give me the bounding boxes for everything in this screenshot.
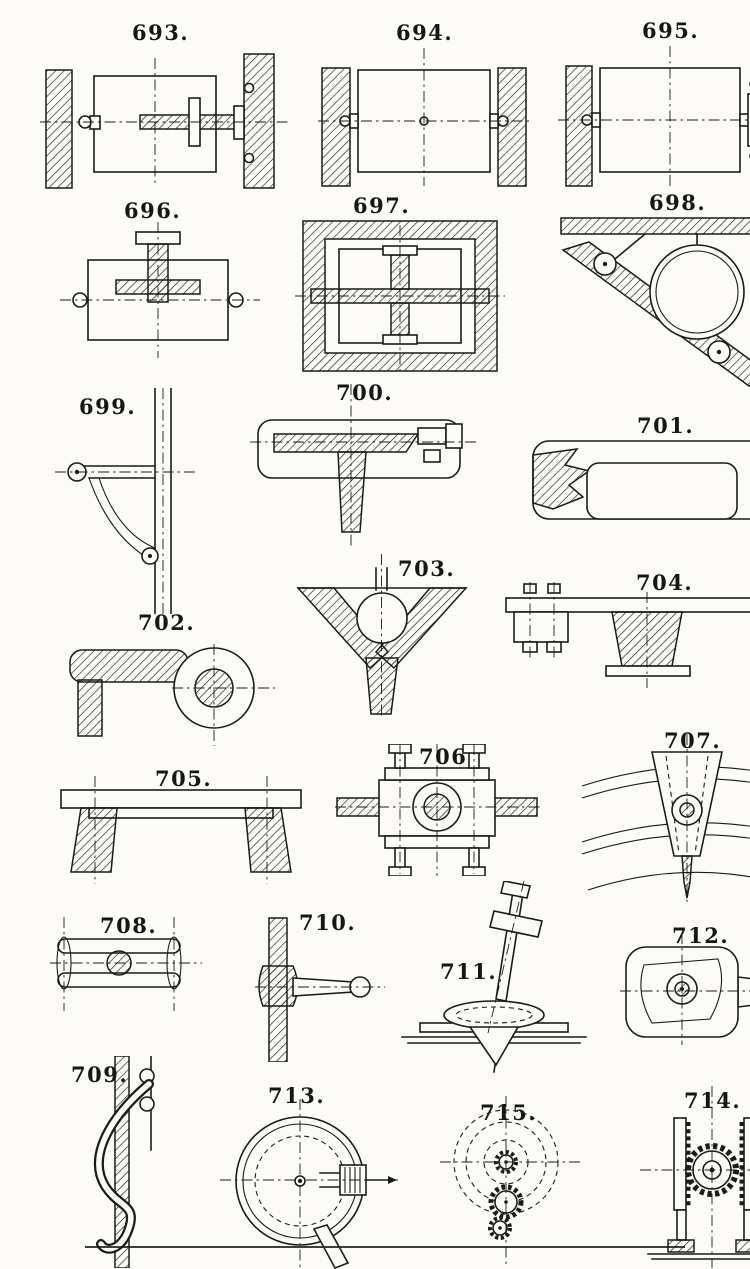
figure-714: 714. bbox=[640, 1086, 750, 1268]
figure-708-drawing bbox=[50, 917, 202, 1011]
figure-707-label: 707. bbox=[664, 728, 722, 753]
figure-704: 704. bbox=[500, 568, 750, 710]
figure-706: 706. bbox=[335, 744, 540, 876]
figure-704-drawing bbox=[505, 582, 750, 688]
figure-707: 707. bbox=[580, 728, 750, 910]
figure-707-drawing bbox=[581, 734, 750, 906]
figure-705-drawing bbox=[60, 776, 302, 884]
figure-693-drawing bbox=[40, 53, 290, 189]
figure-704-label: 704. bbox=[636, 570, 694, 595]
figure-713-drawing bbox=[220, 1099, 398, 1269]
figure-695: 695. bbox=[558, 18, 750, 190]
figure-693-label: 693. bbox=[132, 20, 190, 45]
figure-700-drawing bbox=[250, 384, 476, 548]
figure-695-label: 695. bbox=[642, 18, 700, 43]
figure-693: 693. bbox=[40, 18, 295, 190]
figure-701-drawing bbox=[532, 440, 750, 520]
figure-713: 713. bbox=[220, 1081, 398, 1269]
figure-701: 701. bbox=[525, 411, 750, 546]
figure-698-label: 698. bbox=[649, 190, 707, 215]
figure-714-drawing bbox=[640, 1086, 750, 1268]
figure-703-drawing bbox=[296, 554, 468, 718]
figure-706-drawing bbox=[335, 744, 540, 876]
figure-712: 712. bbox=[620, 921, 750, 1049]
figure-694-label: 694. bbox=[396, 20, 454, 45]
figure-697: 697. bbox=[295, 191, 505, 379]
figure-702: 702. bbox=[60, 608, 275, 750]
figure-697-drawing bbox=[295, 220, 505, 375]
figure-709: 709. bbox=[65, 1056, 177, 1268]
figure-710-label: 710. bbox=[299, 910, 357, 935]
figure-711-label: 711. bbox=[440, 959, 498, 984]
figure-712-label: 712. bbox=[672, 923, 730, 948]
figure-700: 700. bbox=[250, 378, 480, 570]
figure-700-label: 700. bbox=[336, 380, 394, 405]
figure-695-drawing bbox=[558, 46, 750, 187]
figure-699: 699. bbox=[55, 388, 195, 614]
figure-709-drawing bbox=[93, 1056, 155, 1268]
figure-696-label: 696. bbox=[124, 198, 182, 223]
figure-712-drawing bbox=[620, 933, 750, 1045]
figure-702-label: 702. bbox=[138, 610, 196, 635]
figure-694: 694. bbox=[318, 18, 530, 190]
figure-710: 710. bbox=[255, 904, 390, 1062]
figure-711-drawing bbox=[401, 881, 587, 1073]
figure-703: 703. bbox=[290, 554, 475, 722]
figure-698: 698. bbox=[545, 188, 750, 390]
figure-705-label: 705. bbox=[155, 766, 213, 791]
figure-713-label: 713. bbox=[268, 1083, 326, 1108]
figure-708-label: 708. bbox=[100, 913, 158, 938]
page-bottom-rule bbox=[85, 1246, 685, 1248]
figure-702-drawing bbox=[69, 644, 275, 746]
figure-697-label: 697. bbox=[353, 193, 411, 218]
figure-705: 705. bbox=[55, 764, 307, 886]
figure-699-drawing bbox=[55, 388, 195, 614]
figure-701-label: 701. bbox=[637, 413, 695, 438]
figure-696: 696. bbox=[60, 196, 260, 364]
figure-699-label: 699. bbox=[79, 394, 137, 419]
figure-711: 711. bbox=[390, 881, 595, 1073]
figure-696-drawing bbox=[60, 222, 260, 358]
figure-710-drawing bbox=[255, 917, 385, 1062]
figure-694-drawing bbox=[318, 48, 530, 187]
figure-715-drawing bbox=[440, 1096, 580, 1266]
figure-698-drawing bbox=[560, 217, 750, 387]
figure-708: 708. bbox=[50, 911, 202, 1023]
figure-703-label: 703. bbox=[398, 556, 456, 581]
figure-715: 715. bbox=[440, 1096, 580, 1268]
